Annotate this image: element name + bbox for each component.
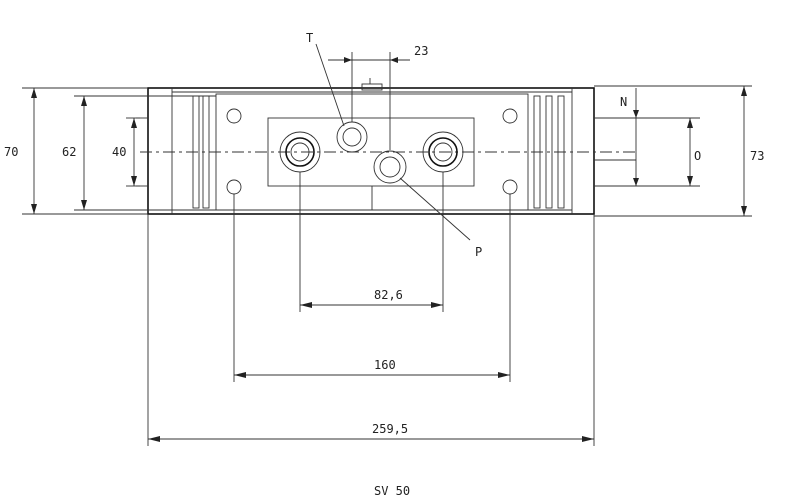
dimension-23	[328, 52, 410, 150]
dimension-62	[74, 95, 216, 211]
leader-t	[315, 43, 345, 127]
label-o: O	[694, 149, 701, 163]
dim-text-70: 70	[4, 145, 18, 159]
dim-text-259-5: 259,5	[372, 422, 408, 436]
valve-body	[147, 87, 595, 215]
dimension-70	[22, 87, 148, 215]
drawing-title: SV 50	[374, 484, 410, 498]
dimension-73	[594, 85, 752, 217]
dimension-259-5	[147, 214, 595, 446]
dimension-o	[687, 118, 693, 186]
dimension-160	[233, 194, 511, 382]
dim-text-160: 160	[374, 358, 396, 372]
dim-text-40: 40	[112, 145, 126, 159]
dim-text-82-6: 82,6	[374, 288, 403, 302]
dimension-40	[126, 117, 140, 187]
mounting-holes	[226, 108, 518, 195]
dim-text-73: 73	[750, 149, 764, 163]
dimension-82-6	[299, 172, 444, 312]
port-left	[279, 131, 321, 173]
dimension-n	[633, 88, 639, 186]
dim-text-62: 62	[62, 145, 76, 159]
label-t: T	[306, 31, 313, 45]
dim-text-23: 23	[414, 44, 428, 58]
top-plug	[361, 78, 383, 91]
label-p: P	[475, 245, 482, 259]
leader-p	[399, 177, 471, 241]
port-t	[336, 121, 368, 153]
label-n: N	[620, 95, 627, 109]
port-p	[373, 150, 407, 184]
